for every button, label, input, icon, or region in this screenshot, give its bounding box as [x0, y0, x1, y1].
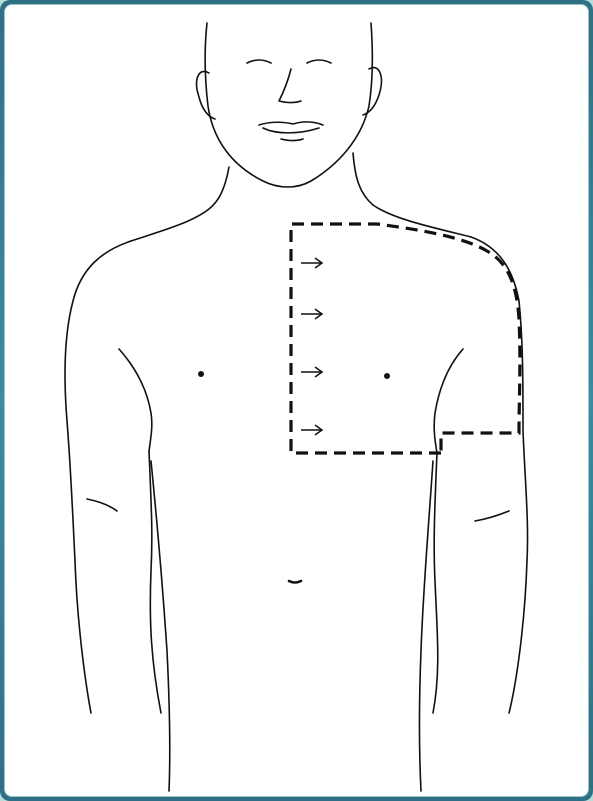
nose	[279, 69, 301, 103]
marked-region-outline	[291, 224, 520, 453]
left-eye	[247, 60, 271, 63]
arrows	[301, 258, 322, 435]
chin	[281, 139, 303, 141]
left-shoulder-arm-outer	[65, 241, 131, 713]
head-left-outline	[205, 23, 372, 187]
torso	[65, 153, 528, 791]
right-arm-inner	[433, 453, 438, 713]
arrow-4	[301, 425, 322, 435]
right-elbow	[475, 511, 509, 521]
left-elbow	[87, 499, 117, 511]
arrow-2	[301, 309, 322, 319]
marked-region	[291, 224, 520, 453]
mouth-lower	[263, 128, 319, 133]
body-illustration	[5, 5, 588, 796]
right-nipple	[384, 373, 390, 379]
navel	[289, 581, 301, 583]
right-armpit	[434, 349, 463, 453]
arrow-3	[301, 367, 322, 377]
left-torso-side	[151, 461, 170, 791]
mouth-upper	[259, 122, 323, 125]
left-nipple	[198, 371, 204, 377]
arrow-1	[301, 258, 322, 268]
neck-left	[131, 167, 229, 241]
right-eye	[307, 60, 331, 63]
right-torso-side	[420, 461, 434, 791]
illustration-panel	[4, 4, 589, 797]
left-armpit	[119, 349, 152, 451]
left-arm-inner	[149, 451, 161, 713]
